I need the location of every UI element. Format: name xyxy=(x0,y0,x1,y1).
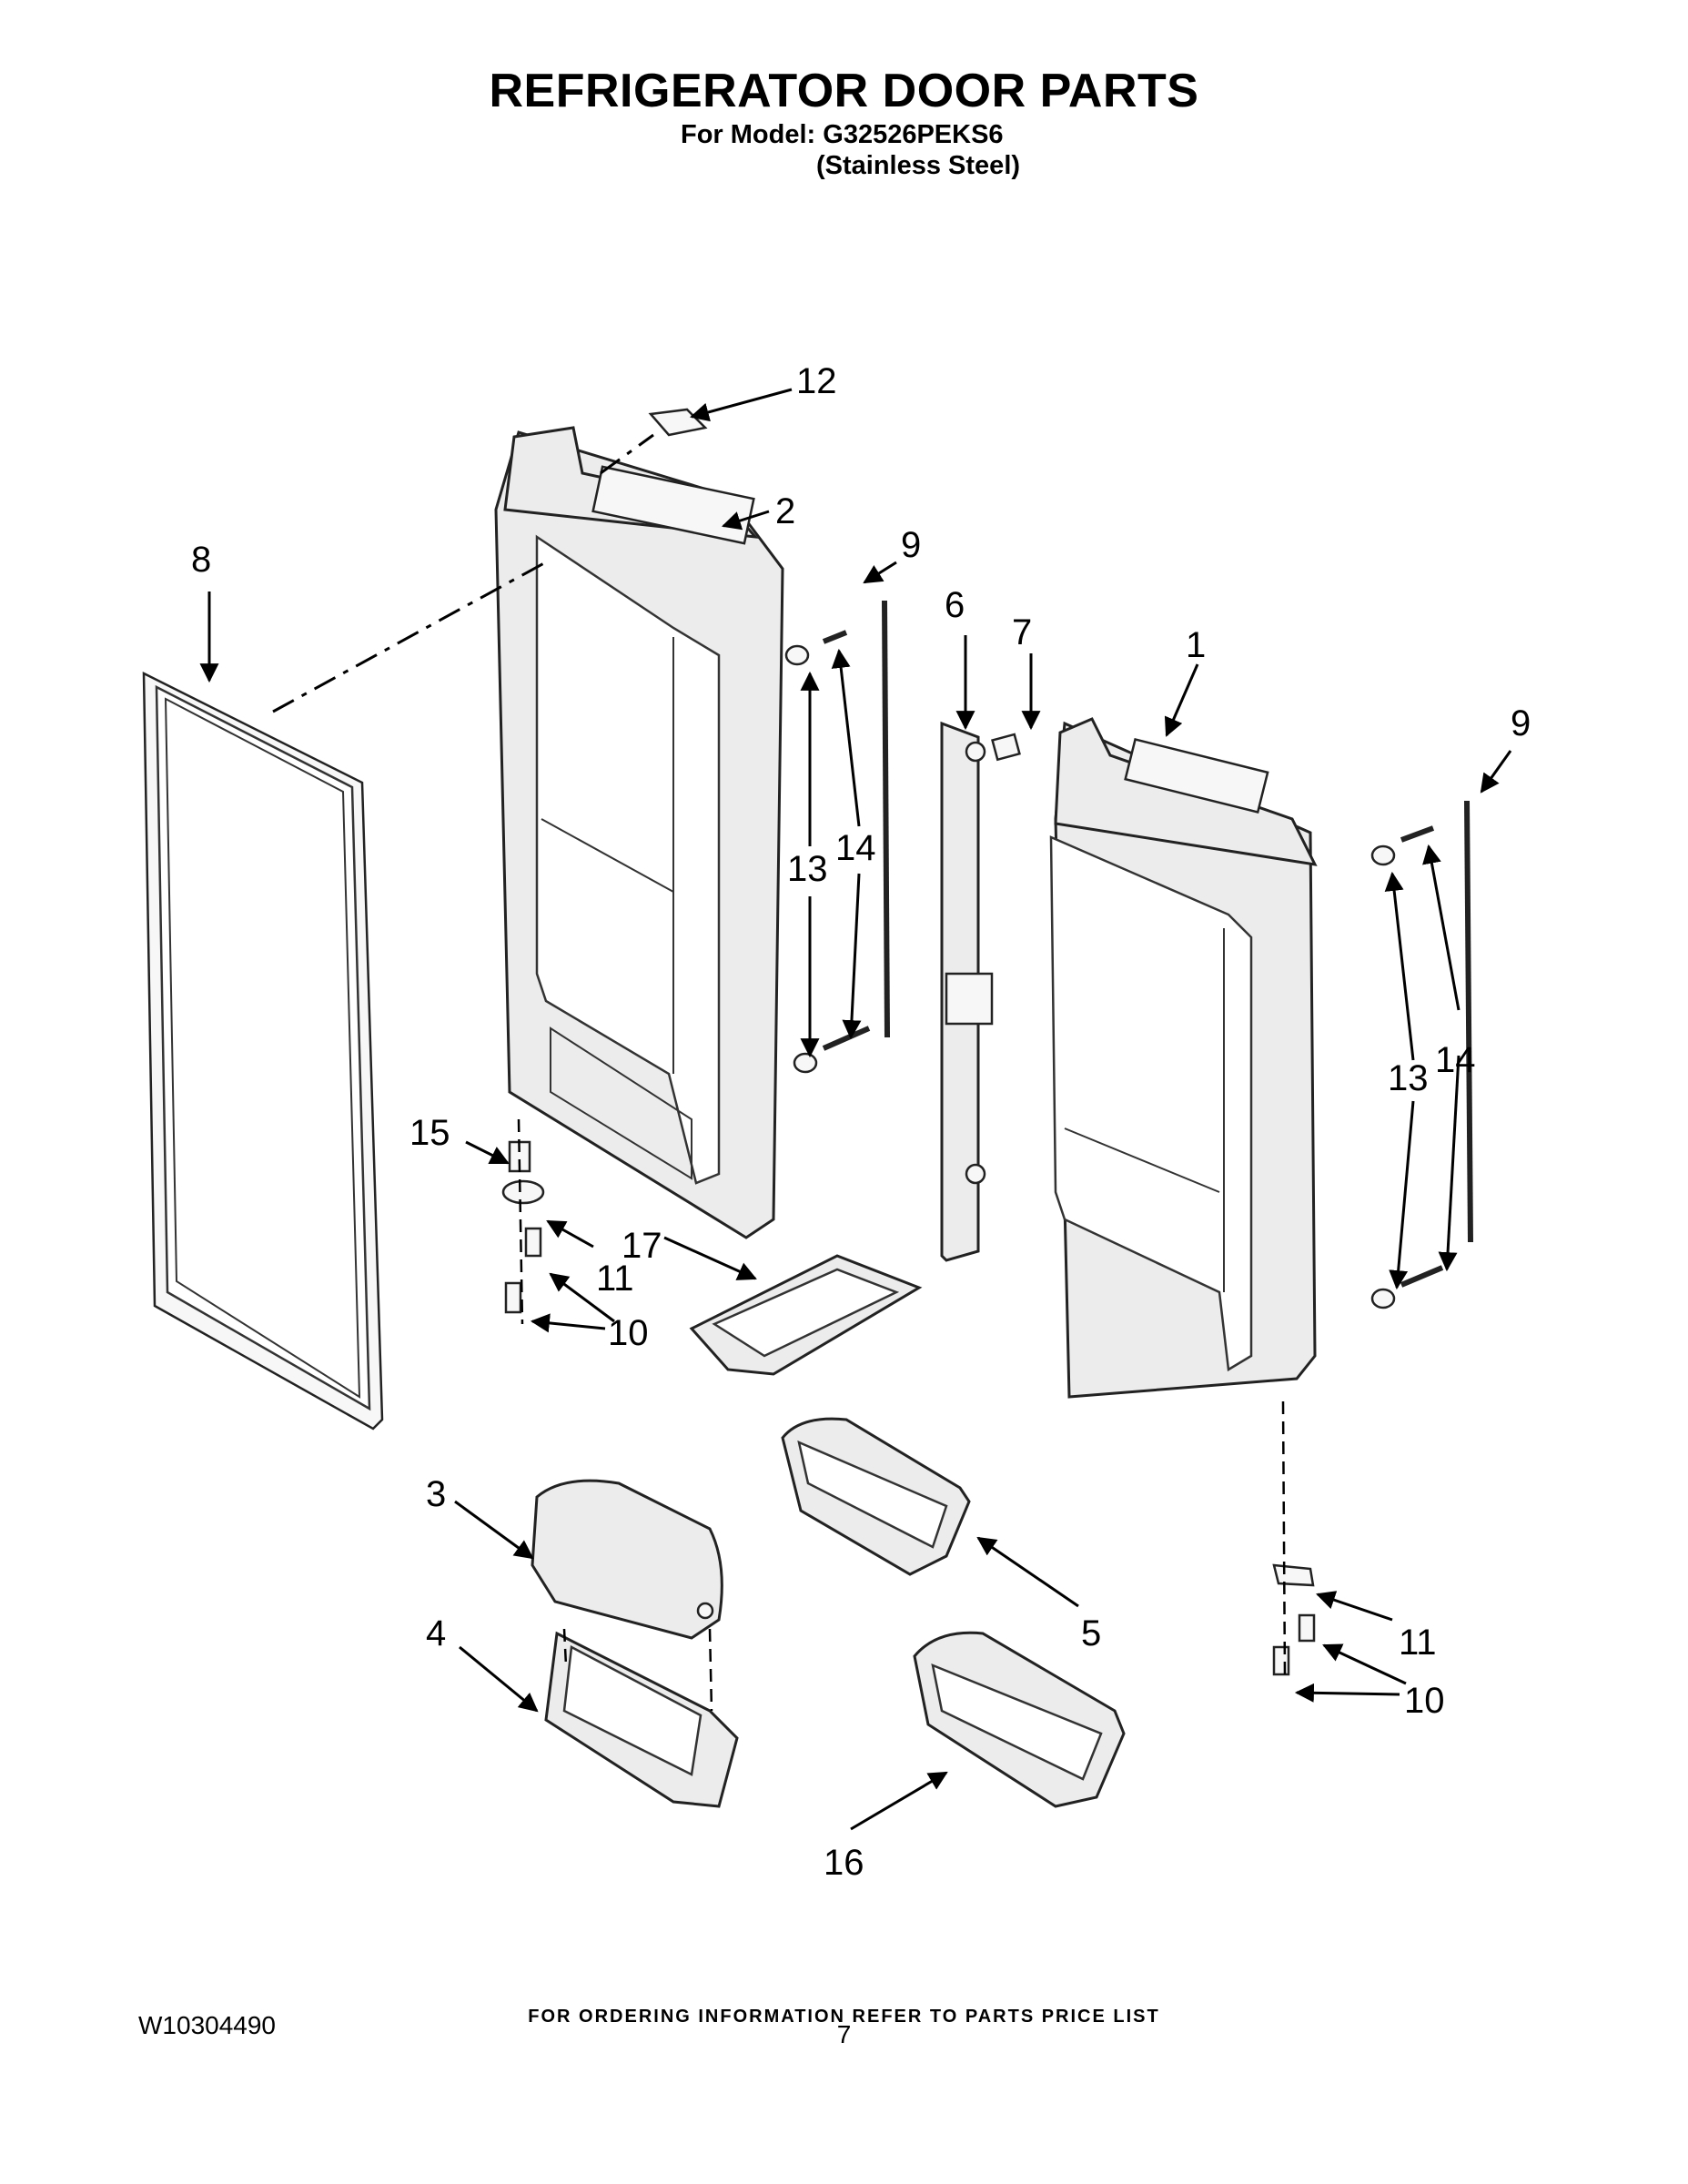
part-4-dairy-bin xyxy=(544,1628,739,1808)
ordering-note: FOR ORDERING INFORMATION REFER TO PARTS … xyxy=(528,2007,1160,2027)
leader-17 xyxy=(663,1236,757,1280)
callout-13-left: 13 xyxy=(787,849,828,889)
part-1-right-door-liner xyxy=(1049,717,1318,1399)
leader-11-left xyxy=(546,1219,594,1249)
callout-14-right: 14 xyxy=(1435,1040,1476,1080)
part-12-insert xyxy=(648,408,708,437)
callout-4: 4 xyxy=(426,1613,446,1653)
callout-16: 16 xyxy=(824,1843,864,1883)
part-6-hinged-mullion xyxy=(940,721,994,1262)
callout-9-left: 9 xyxy=(901,525,921,565)
alignment-line-gasket xyxy=(272,558,551,713)
callout-10-left: 10 xyxy=(608,1313,649,1353)
part-11-10-hardware-right xyxy=(1272,1400,1316,1680)
leader-13b-down xyxy=(1389,1100,1415,1290)
leader-16 xyxy=(850,1771,948,1831)
callout-11-left: 11 xyxy=(596,1259,634,1299)
leader-2 xyxy=(721,510,770,531)
leader-1 xyxy=(1164,663,1199,737)
leader-14b-down xyxy=(1438,1055,1461,1272)
finish-line: (Stainless Steel) xyxy=(816,151,1021,180)
callout-7: 7 xyxy=(1012,612,1032,652)
leader-10-right-a xyxy=(1322,1643,1407,1685)
callout-9-right: 9 xyxy=(1511,703,1531,743)
callout-8: 8 xyxy=(191,540,211,580)
part-9-rod-left xyxy=(882,600,890,1038)
leader-10-left-a xyxy=(549,1272,615,1323)
callout-6: 6 xyxy=(945,585,965,625)
part-3-dairy-door xyxy=(531,1479,723,1640)
part-8-door-gasket xyxy=(142,671,384,1431)
page-number: 7 xyxy=(836,2020,852,2048)
leader-10-left-b xyxy=(530,1313,606,1333)
leader-12 xyxy=(689,388,793,422)
model-line: For Model: G32526PEKS6 xyxy=(681,120,1004,149)
leader-3 xyxy=(454,1500,534,1560)
callout-11-right: 11 xyxy=(1399,1623,1437,1663)
leader-10-right-b xyxy=(1294,1683,1400,1703)
callout-13-right: 13 xyxy=(1388,1058,1429,1098)
leader-9-left xyxy=(863,561,897,584)
callout-17: 17 xyxy=(622,1226,662,1266)
part-7-screw xyxy=(991,733,1021,762)
leader-14a-up xyxy=(831,648,861,827)
leader-14b-up xyxy=(1422,844,1461,1011)
leader-9-right xyxy=(1480,750,1512,794)
document-number: W10304490 xyxy=(138,2011,277,2039)
part-9-rod-right xyxy=(1464,800,1473,1243)
part-15-11-10-hardware-left xyxy=(501,1118,545,1325)
part-16-door-bin xyxy=(913,1631,1126,1808)
callout-2: 2 xyxy=(775,491,795,531)
leader-11-right xyxy=(1316,1591,1393,1622)
leader-5 xyxy=(976,1536,1079,1608)
page-title: REFRIGERATOR DOOR PARTS xyxy=(489,65,1199,117)
callout-10-right: 10 xyxy=(1404,1681,1445,1721)
leader-14a-down xyxy=(842,873,862,1040)
callout-1: 1 xyxy=(1186,625,1206,665)
callout-14-left: 14 xyxy=(835,828,876,868)
leader-15 xyxy=(465,1140,510,1165)
callout-3: 3 xyxy=(426,1474,446,1514)
callout-12: 12 xyxy=(796,361,837,401)
leader-4 xyxy=(459,1645,539,1713)
part-17-tray xyxy=(689,1254,923,1376)
callout-15: 15 xyxy=(409,1113,450,1153)
callout-5: 5 xyxy=(1081,1613,1101,1653)
part-5-door-bin xyxy=(781,1417,971,1576)
part-13-14-bushings-springs xyxy=(784,630,1444,1309)
part-2-left-door-liner xyxy=(494,426,784,1239)
leader-13b-up xyxy=(1384,871,1415,1061)
alignment-line-insert xyxy=(600,433,654,475)
